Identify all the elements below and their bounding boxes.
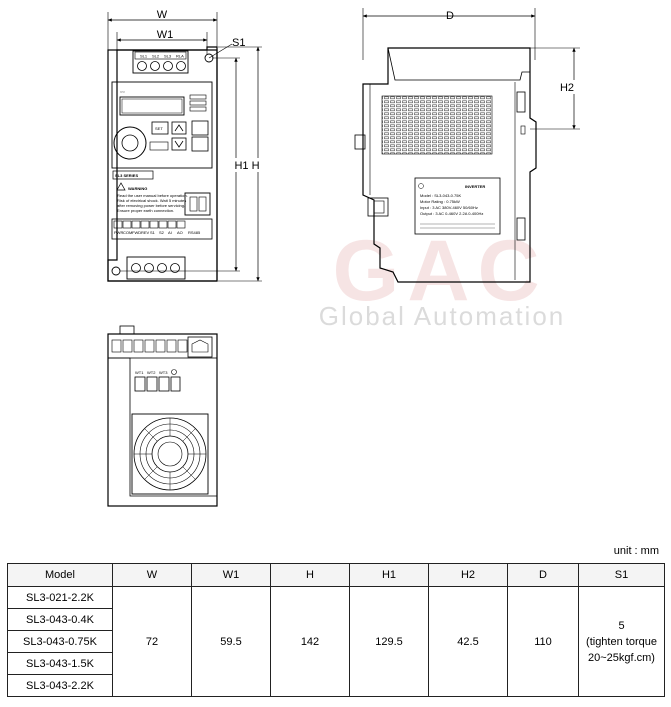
series-badge: SL3 SERIES [115, 173, 138, 178]
dim-w1-label: W1 [157, 29, 174, 41]
side-label-title: INVERTER [465, 184, 485, 189]
dim-w-label: W [157, 9, 168, 21]
s1-value: 5 [618, 619, 625, 632]
control-terminal-label: COM [123, 230, 132, 235]
value-h1: 129.5 [349, 586, 429, 697]
side-label-line: Model : SL3-043-0.75K [420, 193, 461, 198]
control-terminal-label: S2 [159, 230, 165, 235]
header-s1: S1 [578, 563, 665, 587]
terminal-label-top: RLA [176, 54, 184, 59]
side-label-line: Output : 3 AC 0-460V 2.2A 0-400Hz [420, 211, 483, 216]
warning-title: WARNING [128, 186, 147, 191]
warning-line: Ensure proper earth connection. [117, 208, 174, 213]
header-model: Model [7, 563, 113, 587]
value-s1: 5 (tighten torque 20~25kgf.cm) [578, 586, 665, 697]
terminal-label-top: SL2 [152, 54, 160, 59]
model-cell: SL3-043-0.75K [7, 630, 113, 653]
switch-label: WT2 [147, 370, 156, 375]
control-terminal-label: AO [177, 230, 183, 235]
header-h2: H2 [428, 563, 508, 587]
header-d: D [507, 563, 579, 587]
header-h: H [270, 563, 350, 587]
front-view: W W1 S1 SL1 SL2 SL3 RLA ○○ [107, 9, 265, 282]
terminal-label-top: SL3 [164, 54, 172, 59]
switch-label: WT3 [159, 370, 168, 375]
side-view: D H2 INVERTER Model : SL3-043-0.75K Moto… [354, 8, 582, 283]
control-terminal-label: PWR [114, 230, 123, 235]
control-terminal-label: FWD [132, 230, 141, 235]
svg-text:○○: ○○ [120, 89, 125, 94]
dim-d-label: D [446, 10, 454, 22]
table-row: SL3-043-2.2K [7, 674, 665, 697]
model-cell: SL3-021-2.2K [7, 586, 113, 609]
dim-s1-label: S1 [232, 37, 245, 49]
table-row: SL3-043-0.75K [7, 630, 665, 653]
header-w1: W1 [191, 563, 271, 587]
s1-note: (tighten torque [586, 635, 657, 648]
control-terminal-label: REV [141, 230, 150, 235]
side-label-line: Motor Rating : 0.75kW [420, 199, 460, 204]
technical-drawing: GAC Global Automation W W1 S1 SL1 SL2 SL… [107, 8, 582, 507]
side-label-line: Input : 3 AC 380V-460V 50/60Hz [420, 205, 478, 210]
dim-h1-h-label: H1 H [234, 160, 259, 172]
rs485-label: RS485 [188, 230, 201, 235]
table-row: SL3-043-1.5K [7, 652, 665, 675]
table-header-row: Model W W1 H H1 H2 D S1 [7, 563, 665, 587]
value-h: 142 [270, 586, 350, 697]
watermark-caption: Global Automation [319, 301, 565, 331]
model-cell: SL3-043-0.4K [7, 608, 113, 631]
s1-note: 20~25kgf.cm) [588, 651, 655, 664]
warning-line: Read the user manual before operation. [117, 193, 188, 198]
header-h1: H1 [349, 563, 429, 587]
set-key-label: SET [155, 126, 163, 131]
control-terminal-label: S1 [150, 230, 156, 235]
bottom-view: WT1 WT2 WT3 [107, 325, 218, 507]
value-h2: 42.5 [428, 586, 508, 697]
watermark: GAC Global Automation [319, 223, 565, 331]
value-w1: 59.5 [191, 586, 271, 697]
control-terminal-label: AI [168, 230, 172, 235]
value-w: 72 [112, 586, 192, 697]
table-row: SL3-021-2.2K 72 59.5 142 129.5 42.5 110 … [7, 586, 665, 697]
terminal-label-top: SL1 [140, 54, 148, 59]
header-w: W [112, 563, 192, 587]
model-cell: SL3-043-1.5K [7, 652, 113, 675]
warning-line: Risk of electrical shock. Wait 5 minutes [117, 198, 186, 203]
watermark-logo: GAC [332, 223, 547, 319]
warning-line: after removing power before servicing. [117, 203, 185, 208]
dimension-table: Model W W1 H H1 H2 D S1 SL3-021-2.2K 72 … [7, 563, 665, 697]
unit-label: unit : mm [613, 545, 659, 557]
model-cell: SL3-043-2.2K [7, 674, 113, 697]
dim-h2-label: H2 [560, 82, 574, 94]
switch-label: WT1 [135, 370, 144, 375]
value-d: 110 [507, 586, 579, 697]
